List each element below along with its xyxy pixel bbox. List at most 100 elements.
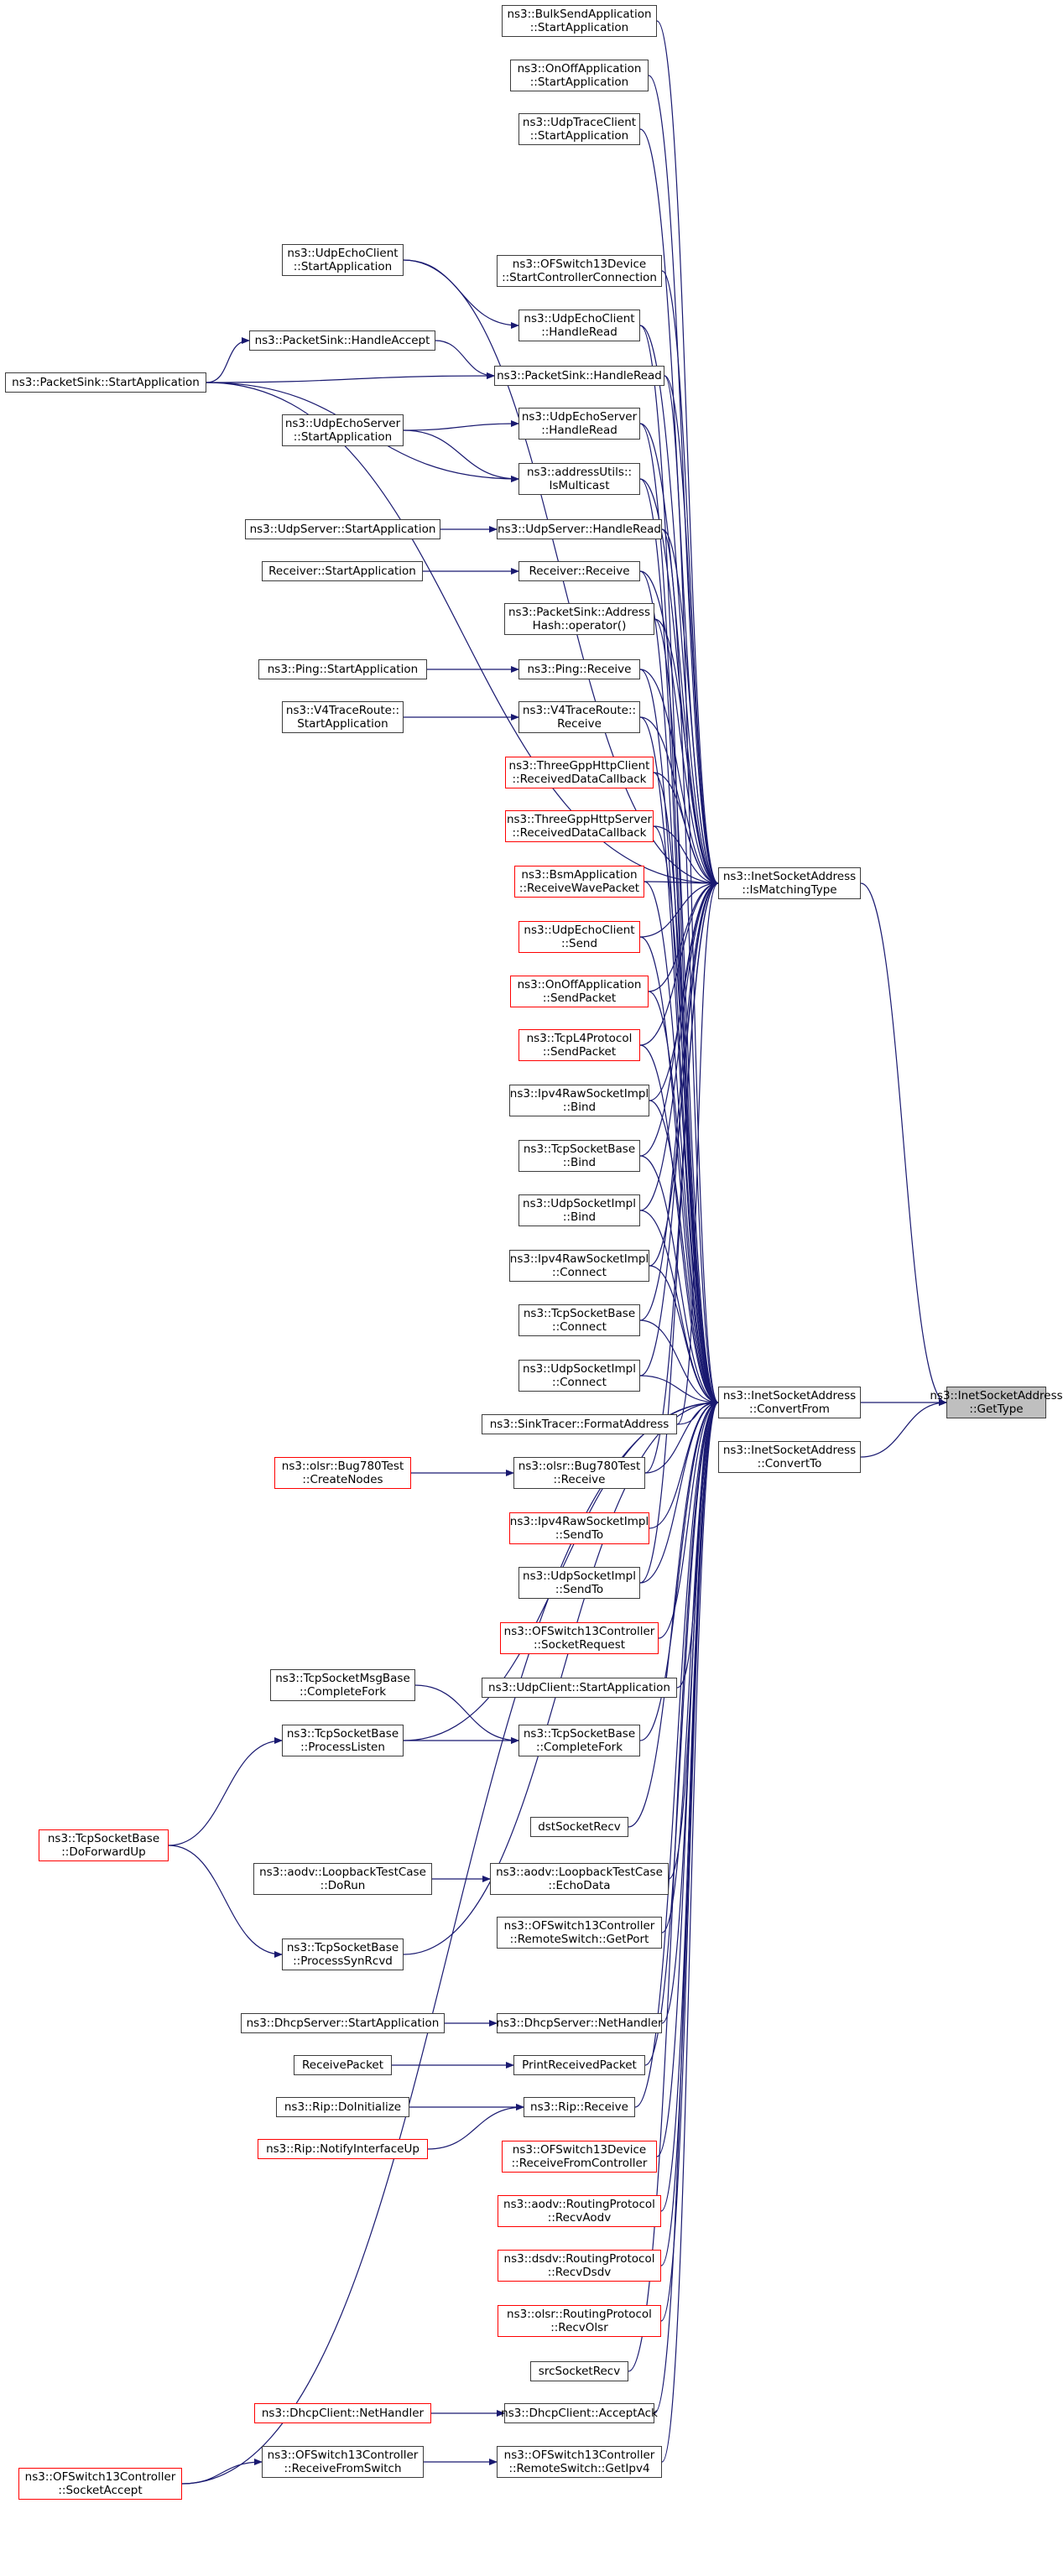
node-tcpsocketbase-processsynrcvd[interactable]: ns3::TcpSocketBase ::ProcessSynRcvd xyxy=(282,1939,404,1970)
call-edge-udpsendto-to-convertfrom xyxy=(639,1399,719,1584)
node-olsr-routingprotocol-recvolsr[interactable]: ns3::olsr::RoutingProtocol ::RecvOlsr xyxy=(498,2305,661,2337)
call-edge-echoserverstart-to-echoserverread xyxy=(403,420,519,431)
node-udpsocketimpl-connect[interactable]: ns3::UdpSocketImpl ::Connect xyxy=(518,1360,640,1392)
node-dhcpclient-acceptack[interactable]: ns3::DhcpClient::AcceptAck xyxy=(501,2403,658,2423)
node-onoffapplication-startapplication[interactable]: ns3::OnOffApplication ::StartApplication xyxy=(510,60,649,91)
node-udpclient-startapplication[interactable]: ns3::UdpClient::StartApplication xyxy=(482,1678,677,1698)
node-olsr-bug780test-createnodes[interactable]: ns3::olsr::Bug780Test ::CreateNodes xyxy=(274,1457,411,1489)
node-bulksendapplication-startapplication[interactable]: ns3::BulkSendApplication ::StartApplicat… xyxy=(502,5,657,37)
node-ofswitch13device-receivefromcontroller[interactable]: ns3::OFSwitch13Device ::ReceiveFromContr… xyxy=(502,2141,657,2173)
node-udpserver-handleread[interactable]: ns3::UdpServer::HandleRead xyxy=(497,519,662,539)
node-dsdv-routingprotocol-recvdsdv[interactable]: ns3::dsdv::RoutingProtocol ::RecvDsdv xyxy=(498,2250,661,2282)
call-edge-ofcsockreq-to-convertfrom xyxy=(658,1399,719,1639)
node-inetsocketaddress-convertfrom[interactable]: ns3::InetSocketAddress ::ConvertFrom xyxy=(718,1387,861,1418)
call-edge-receiverrecv-to-ismatchingtype xyxy=(639,570,719,887)
node-tcpl4protocol-sendpacket[interactable]: ns3::TcpL4Protocol ::SendPacket xyxy=(518,1029,640,1061)
call-edge-ismatchingtype-to-gettype xyxy=(860,882,947,1406)
node-addressutils-ismulticast[interactable]: ns3::addressUtils:: IsMulticast xyxy=(518,463,640,495)
call-edge-sinkread-to-ismatchingtype xyxy=(664,375,719,887)
call-edge-onoffstart-to-ismatchingtype xyxy=(648,75,719,887)
node-aodv-loopbacktestcase-dorun[interactable]: ns3::aodv::LoopbackTestCase ::DoRun xyxy=(253,1863,432,1895)
node-sinktracer-formataddress[interactable]: ns3::SinkTracer::FormatAddress xyxy=(482,1414,677,1434)
node-olsr-bug780test-receive[interactable]: ns3::olsr::Bug780Test ::Receive xyxy=(513,1457,645,1489)
node-inetsocketaddress-convertto[interactable]: ns3::InetSocketAddress ::ConvertTo xyxy=(718,1441,861,1473)
node-srcsocketrecv[interactable]: srcSocketRecv xyxy=(530,2361,628,2381)
node-ofswitch13controller-remoteswitch-getport[interactable]: ns3::OFSwitch13Controller ::RemoteSwitch… xyxy=(497,1917,662,1949)
node-receiver-startapplication[interactable]: Receiver::StartApplication xyxy=(262,561,423,581)
node-receivepacket[interactable]: ReceivePacket xyxy=(294,2055,392,2075)
node-udpechoclient-startapplication[interactable]: ns3::UdpEchoClient ::StartApplication xyxy=(282,244,404,276)
call-edge-msgcompletefork-to-completefork xyxy=(414,1684,519,1744)
node-udpechoserver-startapplication[interactable]: ns3::UdpEchoServer ::StartApplication xyxy=(282,414,404,446)
node-dhcpserver-startapplication[interactable]: ns3::DhcpServer::StartApplication xyxy=(241,2013,445,2033)
call-edge-dhcpclientack-to-convertfrom xyxy=(654,1399,719,2414)
node-ping-receive[interactable]: ns3::Ping::Receive xyxy=(518,659,640,679)
node-rip-doinitialize[interactable]: ns3::Rip::DoInitialize xyxy=(276,2097,409,2117)
node-packetsink-handleread[interactable]: ns3::PacketSink::HandleRead xyxy=(494,366,664,386)
node-ofswitch13controller-socketrequest[interactable]: ns3::OFSwitch13Controller ::SocketReques… xyxy=(500,1622,659,1654)
node-rip-receive[interactable]: ns3::Rip::Receive xyxy=(524,2097,635,2117)
node-udpechoserver-handleread[interactable]: ns3::UdpEchoServer ::HandleRead xyxy=(518,408,640,440)
node-udptraceclient-startapplication[interactable]: ns3::UdpTraceClient ::StartApplication xyxy=(518,113,640,145)
call-edge-udpbind-to-ismatchingtype xyxy=(639,880,719,1211)
node-udpechoclient-handleread[interactable]: ns3::UdpEchoClient ::HandleRead xyxy=(518,310,640,341)
node-packetsink-addresshash-operator[interactable]: ns3::PacketSink::Address Hash::operator(… xyxy=(504,603,654,635)
node-tcpsocketmsgbase-completefork[interactable]: ns3::TcpSocketMsgBase ::CompleteFork xyxy=(270,1669,415,1701)
node-v4traceroute-startapplication[interactable]: ns3::V4TraceRoute:: StartApplication xyxy=(282,701,404,733)
node-receiver-receive[interactable]: Receiver::Receive xyxy=(518,561,640,581)
node-ofswitch13controller-remoteswitch-getipv4[interactable]: ns3::OFSwitch13Controller ::RemoteSwitch… xyxy=(497,2446,662,2478)
node-printreceivedpacket[interactable]: PrintReceivedPacket xyxy=(513,2055,645,2075)
call-edge-echoclientstart-to-echoclientread xyxy=(403,259,519,329)
call-edge-addresshash-to-convertfrom xyxy=(654,618,719,1406)
node-ofswitch13device-startcontrollerconnection[interactable]: ns3::OFSwitch13Device ::StartControllerC… xyxy=(497,255,662,287)
node-dhcpclient-nethandler[interactable]: ns3::DhcpClient::NetHandler xyxy=(254,2403,431,2423)
call-edge-bulksend-to-ismatchingtype xyxy=(656,20,719,887)
node-tcpsocketbase-processlisten[interactable]: ns3::TcpSocketBase ::ProcessListen xyxy=(282,1725,404,1756)
call-edge-sinkstart-to-sinkaccept xyxy=(206,337,250,383)
node-udpsocketimpl-bind[interactable]: ns3::UdpSocketImpl ::Bind xyxy=(518,1194,640,1226)
call-edge-olsrrecv-to-convertfrom xyxy=(644,1399,719,1474)
node-ipv4rawsocketimpl-bind[interactable]: ns3::Ipv4RawSocketImpl ::Bind xyxy=(509,1085,649,1116)
call-edge-addresshash-to-ismatchingtype xyxy=(654,618,719,887)
node-inetsocketaddress-ismatchingtype[interactable]: ns3::InetSocketAddress ::IsMatchingType xyxy=(718,867,861,899)
call-edge-sinkstart-to-sinkread xyxy=(206,372,495,383)
node-aodv-routingprotocol-recvaodv[interactable]: ns3::aodv::RoutingProtocol ::RecvAodv xyxy=(498,2195,661,2227)
call-edge-tcpbind-to-convertfrom xyxy=(639,1155,719,1406)
node-bsmapplication-receivewavepacket[interactable]: ns3::BsmApplication ::ReceiveWavePacket xyxy=(514,866,644,898)
node-onoffapplication-sendpacket[interactable]: ns3::OnOffApplication ::SendPacket xyxy=(510,976,649,1007)
node-dstsocketrecv[interactable]: dstSocketRecv xyxy=(530,1817,628,1837)
call-edge-bsm-to-convertfrom xyxy=(644,881,719,1406)
call-edge-ofsw13dev-to-ismatchingtype xyxy=(661,270,719,887)
call-edge-tcpbind-to-ismatchingtype xyxy=(639,880,719,1157)
node-ping-startapplication[interactable]: ns3::Ping::StartApplication xyxy=(258,659,427,679)
call-edge-convertto-to-gettype xyxy=(860,1399,947,1458)
node-dhcpserver-nethandler[interactable]: ns3::DhcpServer::NetHandler xyxy=(496,2013,663,2033)
node-tcpsocketbase-connect[interactable]: ns3::TcpSocketBase ::Connect xyxy=(518,1304,640,1336)
node-ipv4rawsocketimpl-sendto[interactable]: ns3::Ipv4RawSocketImpl ::SendTo xyxy=(509,1512,649,1544)
node-ofswitch13controller-socketaccept[interactable]: ns3::OFSwitch13Controller ::SocketAccept xyxy=(18,2468,182,2500)
call-edge-riprecv-to-convertfrom xyxy=(634,1399,719,2108)
call-edge-udpserverread-to-ismatchingtype xyxy=(661,528,719,887)
node-packetsink-startapplication[interactable]: ns3::PacketSink::StartApplication xyxy=(5,372,206,393)
call-edge-udpconnect-to-ismatchingtype xyxy=(639,880,719,1376)
call-edge-udpserverread-to-convertfrom xyxy=(661,528,719,1406)
call-edge-sinkaccept-to-sinkread xyxy=(435,340,495,379)
call-edge-printreceived-to-convertfrom xyxy=(644,1399,719,2066)
node-v4traceroute-receive[interactable]: ns3::V4TraceRoute:: Receive xyxy=(518,701,640,733)
node-ipv4rawsocketimpl-connect[interactable]: ns3::Ipv4RawSocketImpl ::Connect xyxy=(509,1250,649,1282)
node-udpsocketimpl-sendto[interactable]: ns3::UdpSocketImpl ::SendTo xyxy=(518,1567,640,1599)
node-threegpphttpclient-receiveddatacallback[interactable]: ns3::ThreeGppHttpClient ::ReceivedDataCa… xyxy=(505,757,654,788)
node-tcpsocketbase-completefork[interactable]: ns3::TcpSocketBase ::CompleteFork xyxy=(518,1725,640,1756)
node-tcpsocketbase-bind[interactable]: ns3::TcpSocketBase ::Bind xyxy=(518,1140,640,1172)
node-packetsink-handleaccept[interactable]: ns3::PacketSink::HandleAccept xyxy=(249,330,435,351)
node-ofswitch13controller-receivefromswitch[interactable]: ns3::OFSwitch13Controller ::ReceiveFromS… xyxy=(262,2446,424,2478)
node-udpechoclient-send[interactable]: ns3::UdpEchoClient ::Send xyxy=(518,921,640,953)
node-tcpsocketbase-doforwardup[interactable]: ns3::TcpSocketBase ::DoForwardUp xyxy=(39,1829,169,1861)
call-edge-tcpconnect-to-ismatchingtype xyxy=(639,880,719,1321)
node-udpserver-startapplication[interactable]: ns3::UdpServer::StartApplication xyxy=(245,519,440,539)
call-edge-pingrecv-to-ismatchingtype xyxy=(639,669,719,887)
node-threegpphttpserver-receiveddatacallback[interactable]: ns3::ThreeGppHttpServer ::ReceivedDataCa… xyxy=(505,810,654,842)
node-aodv-loopbacktestcase-echodata[interactable]: ns3::aodv::LoopbackTestCase ::EchoData xyxy=(490,1863,669,1895)
call-edge-echoserverstart-to-ismulticast xyxy=(403,429,519,482)
node-rip-notifyinterfaceup[interactable]: ns3::Rip::NotifyInterfaceUp xyxy=(258,2139,428,2159)
